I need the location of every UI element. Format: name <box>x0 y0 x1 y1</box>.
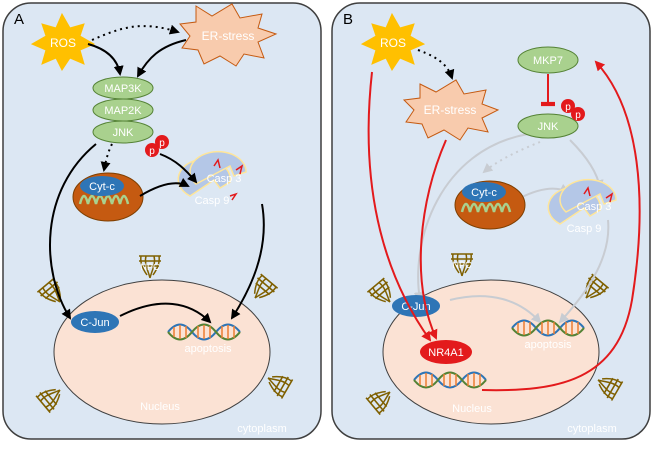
arrow-casp-to-apoptosis <box>230 203 265 320</box>
panel-label-b: B <box>343 11 353 28</box>
casp3-label-a: Casp 3 <box>207 173 242 185</box>
phospho-label: p <box>565 102 571 113</box>
npc-label: NPC <box>452 260 472 270</box>
cytoplasm-label-a: cytoplasm <box>237 423 287 435</box>
phospho-label: p <box>149 146 155 157</box>
casp3-label-b: Casp 3 <box>577 201 612 213</box>
arrow-er-to-nr4a1 <box>419 139 447 340</box>
nucleus-b <box>382 279 600 425</box>
npc-label: NPC <box>140 262 160 272</box>
cjun-node-b <box>392 295 440 317</box>
phospho-label: p <box>159 138 165 149</box>
arrow-jnk-to-cytc <box>100 143 113 172</box>
cytc-label-b: Cyt-c <box>471 187 497 199</box>
cytc-node-a <box>80 176 124 196</box>
phospho-badge <box>561 99 575 113</box>
ros-burst-a <box>30 12 96 71</box>
nucleus-label-a: Nucleus <box>140 401 180 413</box>
arrow-ros-to-nr4a1 <box>367 71 432 342</box>
apoptosis-label-a: apoptosis <box>184 343 232 355</box>
arrow-ros-to-er-b <box>417 49 455 80</box>
phospho-label: p <box>575 110 581 121</box>
map2k-label: MAP2K <box>104 105 142 117</box>
nr4a1-label: NR4A1 <box>428 347 463 359</box>
er-stress-burst-b <box>402 79 500 141</box>
jnk-node-a <box>92 120 154 144</box>
mkp7-label: MKP7 <box>533 55 563 67</box>
cytc-label-a: Cyt-c <box>89 181 115 193</box>
arrow-jnk-to-casp <box>159 153 198 184</box>
jnk-node-b <box>517 113 579 139</box>
nucleus-label-b: Nucleus <box>452 403 492 415</box>
jnk-label-a: JNK <box>113 127 134 139</box>
arrow-cytc-to-casp <box>139 177 190 197</box>
ros-label-a: ROS <box>50 36 76 50</box>
grey-arrow <box>413 133 529 302</box>
cjun-label-a: C-Jun <box>80 317 109 329</box>
arrow-nr4a1-to-mkp7 <box>481 60 641 392</box>
cytc-node-b <box>462 182 506 202</box>
panel-label-a: A <box>14 11 24 28</box>
caspase-3-shape-b <box>559 178 617 213</box>
cytoplasm-label-b: cytoplasm <box>567 423 617 435</box>
ros-label-b: ROS <box>380 36 406 50</box>
arrow-jnk-to-cjun <box>49 143 97 320</box>
nr4a1-node <box>420 340 472 364</box>
er-stress-burst-a <box>179 3 278 67</box>
phospho-badge <box>145 143 159 157</box>
grey-arrow <box>558 219 610 324</box>
grey-arrow <box>482 141 541 174</box>
cjun-node-a <box>71 311 119 333</box>
jnk-label-b: JNK <box>538 121 559 133</box>
er-stress-label-a: ER-stress <box>202 29 255 43</box>
phospho-badge <box>571 107 585 121</box>
casp9-label-b: Casp 9 <box>567 223 602 235</box>
arrow-er-to-map3k <box>137 39 187 78</box>
ros-burst-b <box>360 12 426 71</box>
panel-a: A NPC ROS ER-stress MAP3K MAP2K JNK p p … <box>2 2 322 440</box>
panel-b: B NPC ROS ER-stress MKP7 JNK p p <box>331 2 651 440</box>
grey-arrow <box>449 295 542 324</box>
er-stress-label-b: ER-stress <box>424 103 477 117</box>
arrow-cjun-to-apoptosis <box>119 302 212 324</box>
map3k-label: MAP3K <box>104 83 142 95</box>
phospho-badge <box>155 135 169 149</box>
mkp7-node <box>517 46 579 74</box>
arrow-ros-to-map3k <box>87 43 124 76</box>
apoptosis-label-b: apoptosis <box>524 339 572 351</box>
casp9-label-a: Casp 9 <box>195 195 230 207</box>
